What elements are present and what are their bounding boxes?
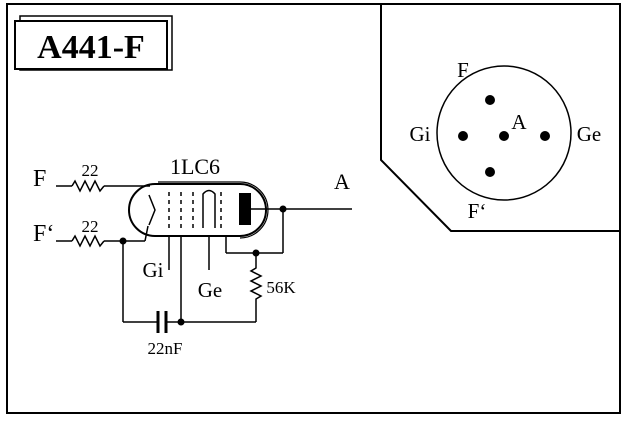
socket-pin-f-prime bbox=[485, 167, 495, 177]
socket-pin-ge bbox=[540, 131, 550, 141]
card-border bbox=[6, 3, 621, 414]
socket-label-ge: Ge bbox=[577, 122, 602, 146]
input-f-line bbox=[56, 179, 150, 193]
label-gi: Gi bbox=[143, 258, 164, 282]
title-box-frame bbox=[14, 20, 168, 70]
socket-pin-f bbox=[485, 95, 495, 105]
label-tube-type: 1LC6 bbox=[170, 154, 220, 179]
label-resistor-f: 22 bbox=[82, 161, 99, 180]
resistor-f bbox=[71, 179, 105, 193]
junction-cap bbox=[177, 318, 185, 326]
input-f-prime-line bbox=[56, 225, 149, 248]
socket-label-f-prime: F‘ bbox=[468, 199, 487, 223]
resistor-56k bbox=[249, 253, 263, 322]
anode-plate bbox=[239, 193, 251, 225]
label-f: F bbox=[33, 166, 46, 192]
resistor-f-prime bbox=[71, 234, 105, 248]
schematic-labels: F F‘ 22 22 1LC6 A Gi Ge 56K 22nF bbox=[33, 154, 350, 358]
socket-diagram: F Gi A Ge F‘ bbox=[410, 58, 602, 223]
grid-ge-electrode bbox=[202, 189, 216, 228]
tube-envelope bbox=[128, 183, 267, 237]
socket-panel-divider bbox=[380, 4, 620, 232]
label-a: A bbox=[334, 169, 350, 194]
label-resistor-f-prime: 22 bbox=[82, 217, 99, 236]
schematic bbox=[56, 179, 352, 333]
socket-label-f: F bbox=[457, 58, 469, 82]
label-f-prime: F‘ bbox=[33, 221, 54, 247]
filament bbox=[148, 194, 156, 226]
tube-title: A441-F bbox=[37, 29, 145, 66]
socket-label-gi: Gi bbox=[410, 122, 431, 146]
label-capacitor: 22nF bbox=[148, 339, 183, 358]
socket-outline bbox=[436, 65, 572, 201]
label-ge: Ge bbox=[198, 278, 223, 302]
tube-envelope-inner bbox=[158, 181, 269, 239]
label-resistor-56k: 56K bbox=[266, 278, 296, 297]
socket-pin-a bbox=[499, 131, 509, 141]
title-box: A441-F bbox=[14, 15, 173, 71]
socket-pin-gi bbox=[458, 131, 468, 141]
socket-label-a: A bbox=[511, 110, 527, 134]
